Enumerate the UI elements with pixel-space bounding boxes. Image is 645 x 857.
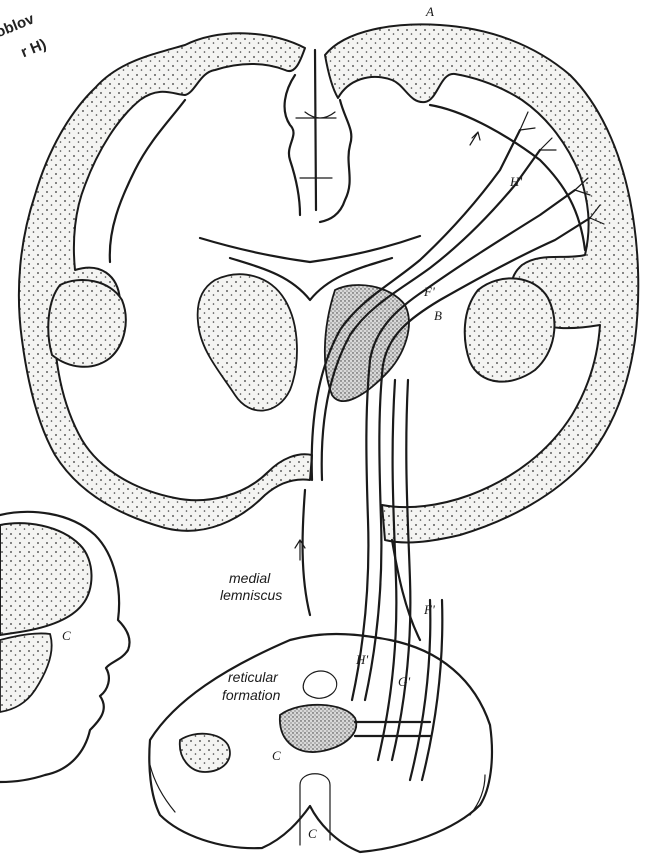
cerebral-hemispheres <box>19 24 638 542</box>
arrow-tract-top <box>470 132 480 145</box>
letter-C-bottom: C <box>308 826 317 841</box>
right-thalamus <box>325 285 409 401</box>
letter-F-prime-mid: F' <box>423 602 435 617</box>
section-depth-edge <box>150 765 485 815</box>
tract-8 <box>422 600 442 780</box>
letter-C-brainstem: C <box>272 748 281 763</box>
handwriting-line-1: oblov <box>0 10 37 41</box>
reticular-formation-label-1: reticular <box>228 669 279 685</box>
longitudinal-fissure <box>315 50 316 210</box>
reticular-formation-icon <box>303 671 336 698</box>
inset-brain <box>0 523 92 635</box>
letter-H-prime-top: H' <box>509 174 522 189</box>
reticular-formation-label-2: formation <box>222 687 281 703</box>
margin-handwriting: oblov r H) <box>0 10 49 67</box>
right-insula <box>465 278 555 381</box>
letter-H-prime-bottom: H' <box>355 652 368 667</box>
left-insula <box>48 280 126 367</box>
left-thalamus <box>198 274 297 410</box>
letter-G-prime: G' <box>398 674 410 689</box>
head-profile-inset <box>0 512 130 782</box>
reticular-nucleus <box>280 705 356 752</box>
handwriting-line-2: r H) <box>18 36 48 61</box>
inset-brainstem <box>0 633 52 712</box>
letter-C-inset: C <box>62 628 71 643</box>
right-hemisphere-cortex <box>325 24 638 542</box>
letter-B: B <box>434 308 442 323</box>
letter-A: A <box>425 4 434 19</box>
medial-lemniscus-label-1: medial <box>229 570 271 586</box>
reticular-connector <box>355 722 430 736</box>
left-white-matter-boundary <box>110 75 300 262</box>
letter-F-prime-top: F' <box>423 284 435 299</box>
medial-lemniscus-label-2: lemniscus <box>220 587 282 603</box>
left-gray-matter <box>180 734 230 772</box>
